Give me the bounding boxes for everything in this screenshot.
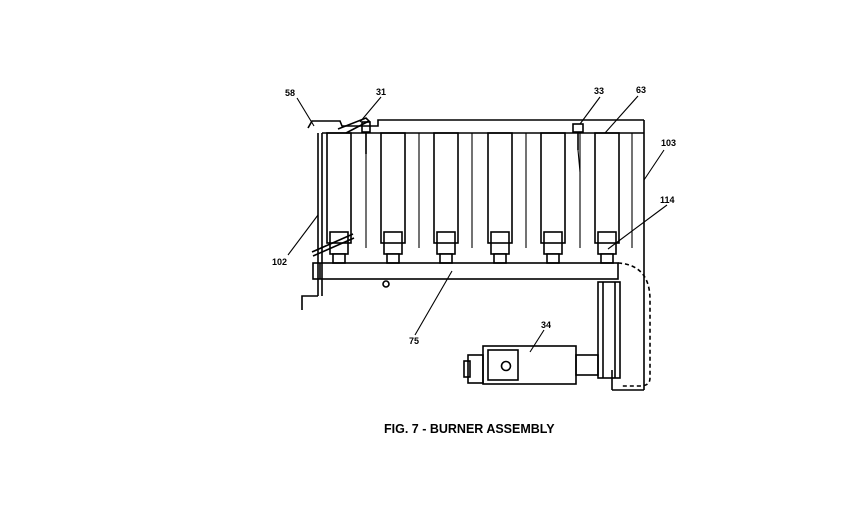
callout-58: 58 bbox=[285, 88, 295, 98]
gas-valve bbox=[463, 345, 599, 385]
figure-caption: FIG. 7 - BURNER ASSEMBLY bbox=[384, 422, 555, 436]
flame-sensor-33 bbox=[572, 123, 584, 173]
callout-75: 75 bbox=[409, 336, 419, 346]
igniter-31 bbox=[337, 117, 371, 154]
burner-tube bbox=[433, 132, 459, 255]
orifice-nuts bbox=[332, 253, 614, 264]
burner-tube bbox=[540, 132, 566, 255]
right-side-panel bbox=[611, 120, 645, 391]
leader-lines bbox=[287, 95, 668, 353]
top-rail bbox=[307, 119, 644, 134]
supply-pipe bbox=[597, 262, 651, 387]
gas-manifold bbox=[312, 262, 619, 288]
burner-tube bbox=[380, 132, 406, 255]
callout-102: 102 bbox=[272, 257, 287, 267]
callout-31: 31 bbox=[376, 87, 386, 97]
callout-33: 33 bbox=[594, 86, 604, 96]
callout-63: 63 bbox=[636, 85, 646, 95]
burner-tube bbox=[594, 132, 620, 255]
burner-tube bbox=[487, 132, 513, 255]
crossover-rod bbox=[311, 233, 355, 257]
callout-103: 103 bbox=[661, 138, 676, 148]
callout-114: 114 bbox=[660, 195, 675, 205]
burner-tubes bbox=[326, 132, 633, 255]
left-side-plate bbox=[301, 133, 323, 310]
callout-34: 34 bbox=[541, 320, 551, 330]
